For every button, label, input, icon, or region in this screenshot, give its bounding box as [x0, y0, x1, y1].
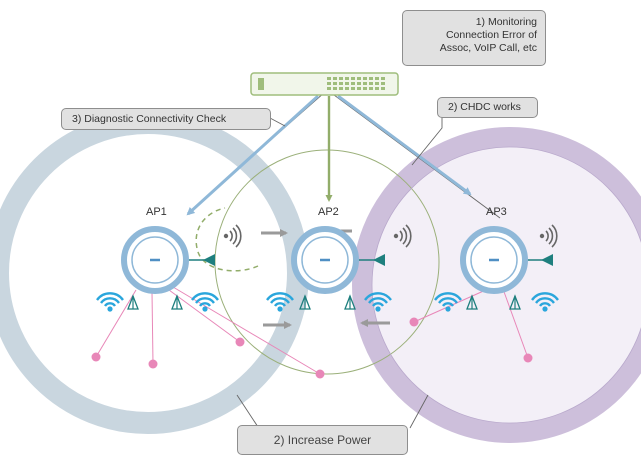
access-point-icon [294, 229, 356, 291]
client-device-icon [315, 369, 325, 379]
external-antenna-ap2 [356, 254, 385, 266]
chdc-leader-line [411, 114, 443, 166]
client-device-icon [409, 317, 419, 327]
client-line [168, 289, 241, 343]
diagnostic-loop-dashed [195, 207, 259, 272]
ap3-inner-edge [371, 146, 641, 424]
chdc-callout: 2) CHDC works [437, 97, 538, 118]
monitoring-callout-line-2: Connection Error of [445, 29, 537, 41]
access-point-icon [124, 229, 186, 291]
power-leader-line-left [236, 394, 261, 431]
access-point-icon [463, 229, 525, 291]
ap3-label: AP3 [486, 206, 507, 218]
client-device-icon [523, 353, 533, 363]
diagnostic-callout: 3) Diagnostic Connectivity Check [61, 108, 271, 130]
diagnostic-leader-line [269, 117, 286, 127]
client-line [151, 291, 154, 365]
client-device-icon [235, 337, 245, 347]
client-line [502, 288, 529, 359]
client-line [95, 289, 137, 358]
client-device-icon [91, 352, 101, 362]
external-antenna-ap3 [524, 254, 553, 266]
client-device-icon [148, 359, 158, 369]
ap1-label: AP1 [146, 206, 167, 218]
increase-power-callout: 2) Increase Power [237, 425, 408, 455]
monitoring-callout-line-1: 1) Monitoring [475, 16, 537, 28]
external-antenna-ap1 [185, 254, 215, 266]
monitoring-callout-line-3: Assoc, VoIP Call, etc [439, 42, 537, 54]
arrow-to-ap1 [186, 94, 320, 216]
ap2-label: AP2 [318, 206, 339, 218]
arrow-to-ap3 [337, 94, 472, 196]
switch-icon [250, 72, 399, 96]
power-leader-line-right [409, 394, 429, 429]
monitoring-callout: 1) Monitoring Connection Error of Assoc,… [402, 10, 546, 66]
